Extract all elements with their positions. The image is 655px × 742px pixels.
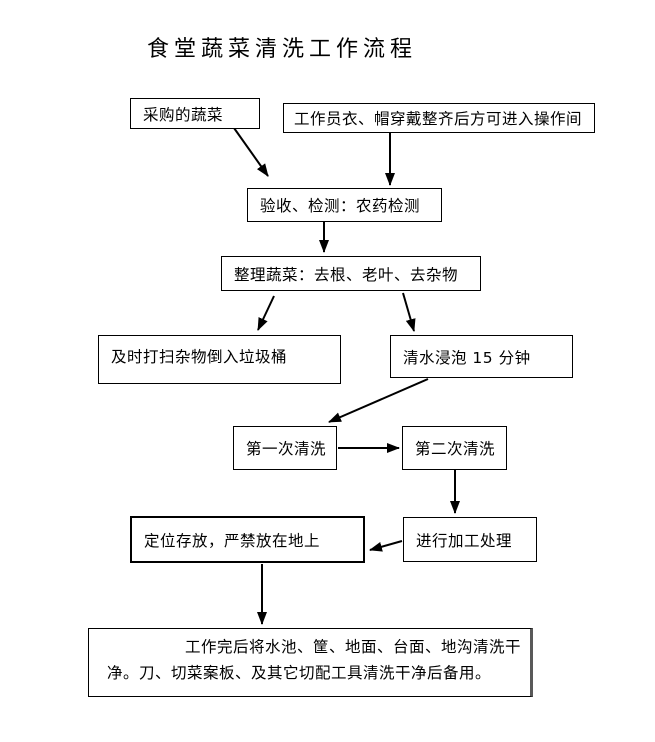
- flow-node-inspection-label: 验收、检测：农药检测: [260, 197, 421, 215]
- flow-node-processing: 进行加工处理: [403, 517, 537, 562]
- flow-node-purchase-label: 采购的蔬菜: [143, 105, 224, 124]
- flow-node-processing-label: 进行加工处理: [416, 531, 513, 550]
- flow-node-soak-label: 清水浸泡 15 分钟: [403, 348, 531, 367]
- flow-node-storage: 定位存放，严禁放在地上: [130, 516, 365, 563]
- page-title: 食堂蔬菜清洗工作流程: [147, 37, 418, 62]
- flow-node-cleanup: 工作完后将水池、筐、地面、台面、地沟清洗干净。刀、切菜案板、及其它切配工具清洗干…: [88, 628, 533, 697]
- flow-node-storage-label: 定位存放，严禁放在地上: [144, 531, 321, 550]
- flow-node-sorting: 整理蔬菜：去根、老叶、去杂物: [221, 256, 481, 291]
- flow-node-second-wash-label: 第二次清洗: [415, 440, 496, 458]
- arrow-soak-to-wash1: [328, 378, 429, 423]
- flow-node-first-wash: 第一次清洗: [233, 426, 337, 470]
- arrow-purchase-to-inspect: [233, 127, 269, 177]
- flow-node-purchase: 采购的蔬菜: [130, 98, 260, 129]
- flow-node-inspection: 验收、检测：农药检测: [247, 188, 442, 222]
- flow-node-staff-dress-label: 工作员衣、帽穿戴整齐后方可进入操作间: [294, 110, 583, 128]
- flow-node-trash: 及时打扫杂物倒入垃圾桶: [98, 335, 341, 384]
- arrow-sort-to-soak: [402, 292, 416, 332]
- arrow-process-to-store: [369, 540, 403, 552]
- flow-node-first-wash-label: 第一次清洗: [246, 440, 327, 458]
- flow-node-staff-dress: 工作员衣、帽穿戴整齐后方可进入操作间: [283, 103, 595, 133]
- flow-node-soak: 清水浸泡 15 分钟: [390, 335, 573, 378]
- flow-node-trash-label: 及时打扫杂物倒入垃圾桶: [111, 348, 288, 366]
- flow-node-sorting-label: 整理蔬菜：去根、老叶、去杂物: [234, 265, 459, 284]
- flow-node-second-wash: 第二次清洗: [402, 426, 507, 470]
- arrow-sort-to-trash: [257, 295, 275, 331]
